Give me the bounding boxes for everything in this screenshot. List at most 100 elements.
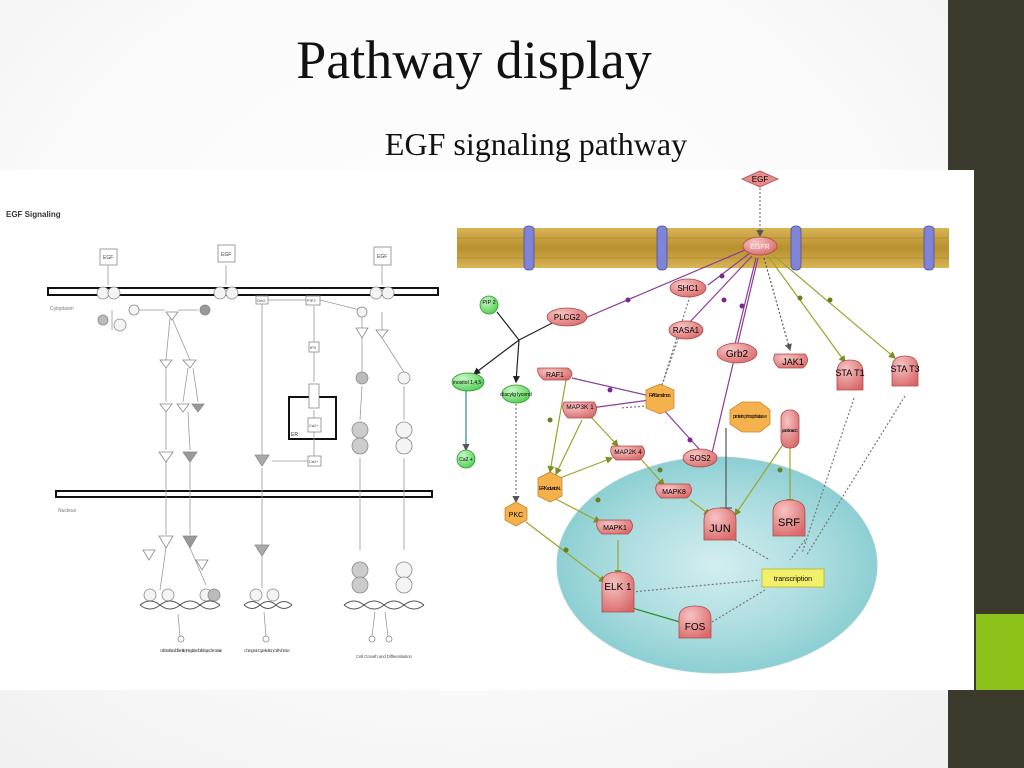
left-rasgap-node xyxy=(199,304,211,316)
left-node-label: IP3 xyxy=(310,345,317,350)
pip2-node[interactable] xyxy=(479,295,499,315)
edge-dot xyxy=(739,303,745,309)
mapk8-node[interactable] xyxy=(655,483,692,499)
srf-node[interactable] xyxy=(772,499,806,537)
fos-node[interactable] xyxy=(678,605,712,639)
left-srf-node xyxy=(143,588,157,602)
transmembrane-channel xyxy=(523,225,535,271)
node-label: FOS xyxy=(685,622,706,633)
plasma-membrane xyxy=(457,228,949,268)
node-label: PIP 2 xyxy=(482,300,495,306)
diacylglycerol-node[interactable] xyxy=(501,384,531,404)
node-label: MAP2K 4 xyxy=(614,449,642,456)
node-label: SOS2 xyxy=(689,454,711,463)
left-egf-node xyxy=(217,244,236,263)
plcg2-node[interactable] xyxy=(546,307,588,327)
grb2-node[interactable] xyxy=(716,342,758,364)
left-node-label: Ca2+ xyxy=(309,459,319,464)
nucleus-compartment xyxy=(556,456,878,674)
left-kinase-node xyxy=(191,403,205,413)
right-pathway-diagram: EGF EGFR SHC1 PLCG2 RASA1 Grb2 SOS2 RAF1… xyxy=(451,170,949,674)
shc1-node[interactable] xyxy=(669,278,707,298)
map2k4-node[interactable] xyxy=(610,445,645,461)
left-node-label: Ca2+ xyxy=(309,423,319,428)
elk1-node[interactable] xyxy=(601,571,635,613)
raf1-node[interactable] xyxy=(537,367,573,381)
left-stat-node xyxy=(351,576,369,594)
left-ip3r-node xyxy=(308,383,320,409)
sos2-node[interactable] xyxy=(682,448,718,468)
left-outcome-label: Cell Growth and Differentiation, Regulat… xyxy=(160,648,223,653)
left-kinase-node xyxy=(355,327,369,339)
left-kinase-node xyxy=(195,559,209,571)
node-label: Ca2 + xyxy=(459,457,473,463)
node-label: MAP3K 1 xyxy=(566,404,594,411)
edge-dot xyxy=(777,467,783,473)
egfr-node[interactable] xyxy=(742,236,778,256)
transmembrane-channel xyxy=(656,225,668,271)
protein-kinase-c-node[interactable] xyxy=(780,409,800,449)
left-kinase-node xyxy=(159,403,173,413)
left-dna-strands xyxy=(139,600,425,610)
edge-dot xyxy=(827,297,833,303)
stat3-node[interactable] xyxy=(891,355,919,387)
left-outcome-marker xyxy=(368,635,376,643)
cytoplasm-label: Cytoplasm xyxy=(50,306,74,312)
transcription-node[interactable] xyxy=(761,568,825,588)
node-label: RASA1 xyxy=(673,326,700,335)
left-outcome-marker xyxy=(385,635,393,643)
calcium-node[interactable] xyxy=(456,449,476,469)
node-label: transcription xyxy=(774,576,812,583)
map3k1-node[interactable] xyxy=(562,401,597,419)
left-node-label: DAG xyxy=(257,298,266,303)
left-kinase-node xyxy=(375,329,389,339)
left-outcome-label: Changes in Cytoskeleton, Cell Adhesion xyxy=(244,648,290,653)
node-label: Grb2 xyxy=(726,349,749,360)
protein-phosphatase-node[interactable] xyxy=(729,401,771,433)
node-label: MAPK1 xyxy=(603,525,627,532)
left-pip2-node xyxy=(305,295,321,306)
edge-dot xyxy=(547,417,553,423)
nucleus-label: Nucleus xyxy=(58,508,77,514)
left-plcg-node xyxy=(356,306,368,318)
left-stat-node xyxy=(351,561,369,579)
left-node-label: EGF xyxy=(377,254,387,260)
left-receptor-node xyxy=(213,286,227,300)
left-receptor-node xyxy=(381,286,395,300)
left-node-label: EGF xyxy=(103,255,113,261)
egf-ligand-node[interactable] xyxy=(741,170,779,188)
left-kinase-node xyxy=(182,451,198,463)
node-label: RAS small mon... xyxy=(649,393,671,399)
transmembrane-channel xyxy=(790,225,802,271)
mapk1-node[interactable] xyxy=(596,519,633,535)
left-receptor-node xyxy=(107,286,121,300)
left-kinase-node xyxy=(159,359,173,369)
left-receptor-node xyxy=(369,286,383,300)
left-stat-node xyxy=(351,421,369,439)
erk-activator-node[interactable] xyxy=(537,471,563,503)
jun-node[interactable] xyxy=(703,507,737,541)
left-srf-node xyxy=(249,588,263,602)
transmembrane-channel xyxy=(923,225,935,271)
left-elk1-node xyxy=(266,588,280,602)
left-kinase-node xyxy=(254,454,270,467)
left-receptor-node xyxy=(225,286,239,300)
left-kinase-node xyxy=(182,535,198,549)
jak1-node[interactable] xyxy=(773,353,808,369)
left-egf-node xyxy=(373,246,392,266)
edge-dot xyxy=(721,297,727,303)
node-label: prot ein kinas e C xyxy=(782,428,799,433)
pkc-node[interactable] xyxy=(504,501,528,527)
left-sos-node xyxy=(128,304,140,316)
left-receptor-node xyxy=(96,286,110,300)
left-ip3-node xyxy=(308,341,320,353)
left-kinase-node xyxy=(182,359,197,369)
er-label: ER xyxy=(291,432,298,438)
ras-node[interactable] xyxy=(645,383,675,415)
node-label: diacylg lycerol xyxy=(500,392,531,398)
stat1-node[interactable] xyxy=(836,359,864,391)
inositol-node[interactable] xyxy=(451,372,485,392)
rasa1-node[interactable] xyxy=(668,320,704,340)
cell-membrane xyxy=(47,287,439,296)
left-ca2-node xyxy=(307,417,322,433)
